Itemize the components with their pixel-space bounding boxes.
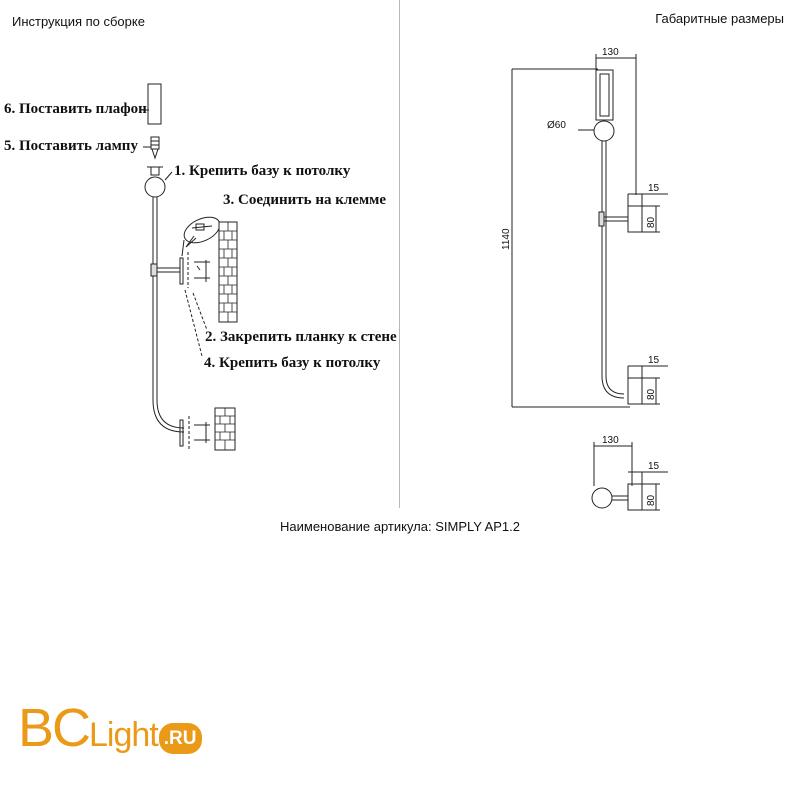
panel-divider	[399, 0, 400, 508]
step-3-label: 3. Соединить на клемме	[223, 192, 387, 208]
assembly-heading: Инструкция по сборке	[12, 14, 145, 29]
step-1-label: 1. Крепить базу к потолку	[174, 163, 351, 179]
socket-globe-part	[144, 166, 166, 198]
logo-light-text: Light	[89, 716, 159, 754]
shade-part	[147, 83, 162, 125]
step-4-label: 4. Крепить базу к потолку	[204, 355, 381, 371]
bclight-logo: BC Light .RU	[18, 693, 203, 758]
dim-base-upper: 80	[646, 216, 657, 228]
upper-mount-part	[150, 252, 210, 288]
dim-lower-bracket	[627, 377, 643, 405]
dim-height-total: 1140	[501, 228, 512, 250]
dim-top-view-globe	[591, 487, 613, 509]
dim-offset-upper: 15	[648, 183, 660, 194]
logo-ru-badge: .RU	[158, 723, 203, 754]
dim-offset-bottom: 15	[648, 461, 660, 472]
dim-offset-lower: 15	[648, 355, 660, 366]
dimensions-heading: Габаритные размеры	[655, 11, 784, 26]
dim-shade	[595, 69, 614, 121]
dim-base-bottom: 80	[646, 494, 657, 506]
logo-bc-text: BC	[18, 698, 91, 758]
dim-width-bottom: 130	[602, 435, 619, 446]
step-2-label: 2. Закрепить планку к стене	[205, 329, 397, 345]
dim-width-top: 130	[602, 47, 619, 58]
step-6-label: 6. Поставить плафон	[4, 101, 147, 117]
dim-globe	[593, 120, 615, 142]
brick-wall-upper	[218, 221, 238, 323]
lower-mount-part	[179, 416, 210, 450]
dim-diameter: Ø60	[547, 120, 566, 131]
dim-base-lower: 80	[646, 388, 657, 400]
article-name: Наименование артикула: SIMPLY AP1.2	[280, 519, 520, 534]
lamp-part	[143, 136, 160, 160]
step-5-label: 5. Поставить лампу	[4, 138, 138, 154]
dim-upper-bracket	[627, 205, 643, 233]
brick-wall-lower	[214, 407, 236, 451]
